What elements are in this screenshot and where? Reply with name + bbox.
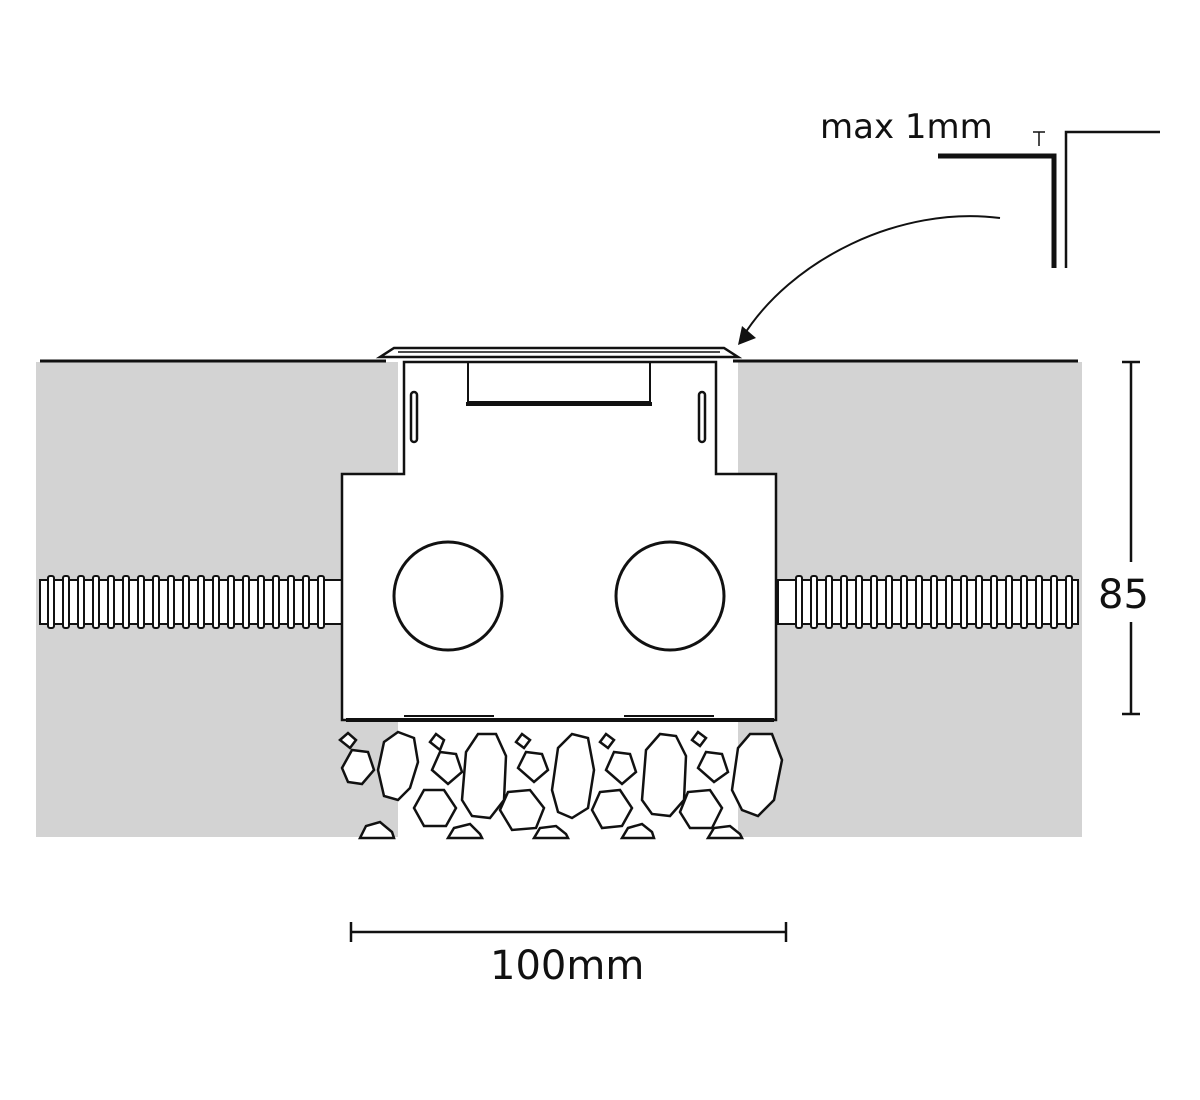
width-dimension [349, 922, 788, 942]
rebar-rib [47, 575, 55, 629]
rebar-rib [795, 575, 803, 629]
rebar-rib [945, 575, 953, 629]
rebar-rib [272, 575, 280, 629]
rebar-rib [227, 575, 235, 629]
rebar-rib [840, 575, 848, 629]
rebar-rib [77, 575, 85, 629]
rebar-rib [975, 575, 983, 629]
clip-right [697, 390, 707, 444]
rebar-rib [855, 575, 863, 629]
rebar-rib [152, 575, 160, 629]
rebar-rib [257, 575, 265, 629]
width-label: 100mm [490, 943, 644, 989]
depth-label: 85 [1098, 572, 1149, 618]
rebar-rib [287, 575, 295, 629]
gravel-bed [338, 730, 784, 840]
tolerance-label: max 1mm [820, 107, 993, 147]
rebar-right [777, 575, 1079, 629]
cable-entry-right [614, 540, 726, 652]
rebar-left [39, 575, 346, 629]
rebar-rib [122, 575, 130, 629]
rebar-rib [1035, 575, 1043, 629]
rebar-rib [885, 575, 893, 629]
cable-entry-left [392, 540, 504, 652]
rebar-rib [212, 575, 220, 629]
rebar-rib [870, 575, 878, 629]
rebar-rib [317, 575, 325, 629]
rebar-rib [915, 575, 923, 629]
depth-dimension [1122, 360, 1140, 716]
rebar-rib [242, 575, 250, 629]
rebar-rib [825, 575, 833, 629]
rebar-rib [137, 575, 145, 629]
detail-arrowhead [738, 326, 756, 345]
rebar-rib [1065, 575, 1073, 629]
rebar-rib [990, 575, 998, 629]
rebar-rib [900, 575, 908, 629]
rebar-rib [810, 575, 818, 629]
rebar-rib [1020, 575, 1028, 629]
rebar-rib [62, 575, 70, 629]
profile-detail [938, 130, 1160, 268]
cover-plate [375, 346, 743, 359]
rebar-rib [930, 575, 938, 629]
rebar-rib [167, 575, 175, 629]
detail-arrow [741, 215, 1001, 339]
rebar-rib [107, 575, 115, 629]
rebar-rib [1050, 575, 1058, 629]
rebar-rib [302, 575, 310, 629]
installation-box [340, 360, 778, 722]
rebar-rib [92, 575, 100, 629]
rebar-rib [182, 575, 190, 629]
rebar-rib [1005, 575, 1013, 629]
clip-left [409, 390, 419, 444]
rebar-rib [197, 575, 205, 629]
rebar-rib [960, 575, 968, 629]
